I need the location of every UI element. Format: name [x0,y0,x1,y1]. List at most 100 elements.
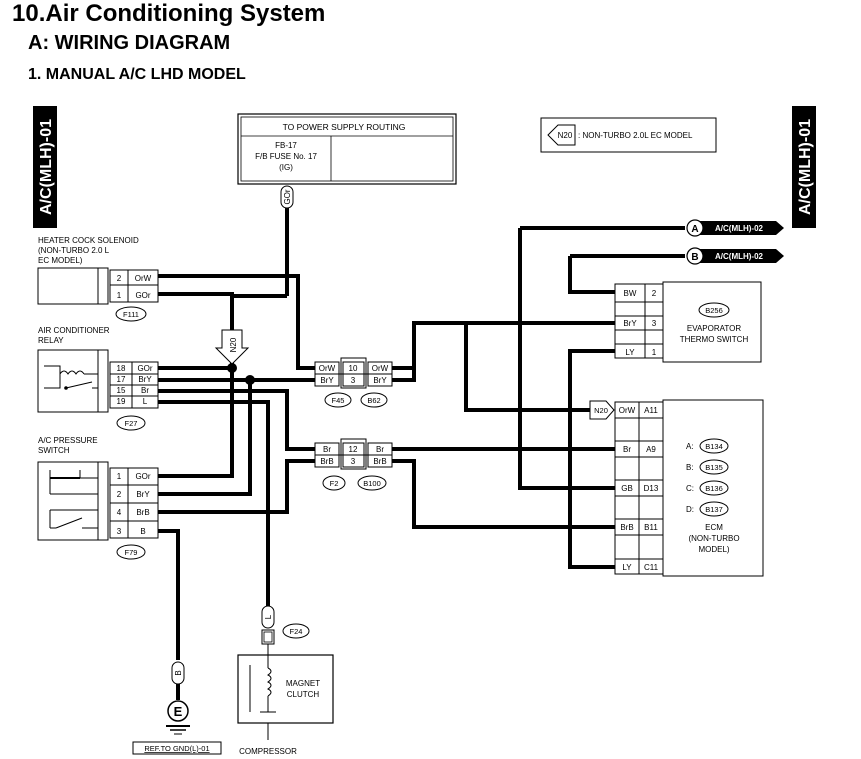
ecm-conn-d-code: B137 [705,505,723,514]
evap-line1: EVAPORATOR [687,324,741,333]
ecm-conn-c-code: B136 [705,484,723,493]
n20-arrow-marker: N20 [214,329,250,365]
ref-a-letter: A [691,224,698,235]
ecm-pin-c11-wire: LY [622,563,632,572]
power-supply-box: TO POWER SUPPLY ROUTING FB-17 F/B FUSE N… [237,113,457,185]
side-tag-left: A/C(MLH)-01 [33,106,57,228]
ecm-pin-a11-wire: OrW [619,406,636,415]
ref-a-arrow: A A/C(MLH)-02 [686,219,784,237]
heater-cock-line2: (NON-TURBO 2.0 L [38,246,110,255]
pressure-pin-3-wire: B [140,527,145,536]
heater-cock-line1: HEATER COCK SOLENOID [38,236,139,245]
power-wire-label: GOr [283,189,292,204]
legend-box: N20 : NON-TURBO 2.0L EC MODEL [540,117,717,153]
mc2-row2-rw: BrB [373,457,386,466]
ecm-pin-a9-wire: Br [623,445,631,454]
pressure-switch-line2: SWITCH [38,446,70,455]
mc1-row1-rw: OrW [372,364,389,373]
pressure-switch-line1: A/C PRESSURE [38,436,98,445]
pressure-switch-connector: F79 [125,548,138,557]
section-title: A: WIRING DIAGRAM [28,32,231,54]
evap-pin-1-wire: LY [625,348,635,357]
heater-cock-solenoid: HEATER COCK SOLENOID (NON-TURBO 2.0 L EC… [37,236,159,322]
pressure-pin-2-wire: BrY [136,490,150,499]
evap-pin-2-wire: BW [624,289,637,298]
ecm-line1: ECM [705,523,723,532]
ecm-conn-b-code: B135 [705,463,723,472]
evap-pin-1-num: 1 [652,348,657,357]
side-tag-right: A/C(MLH)-01 [792,106,816,228]
ac-pressure-switch: A/C PRESSURE SWITCH 1 GOr 2 BrY 4 BrB 3 … [37,436,159,560]
ecm-conn-a-code: B134 [705,442,723,451]
ecm-conn-a-key: A: [686,442,694,451]
evap-line2: THERMO SWITCH [680,335,749,344]
mc2-row1-rw: Br [376,445,384,454]
subsection-title: 1. MANUAL A/C LHD MODEL [28,66,246,83]
mc1-row2-num: 3 [351,376,356,385]
ecm-pin-d13-wire: GB [621,484,633,493]
ref-a-label: A/C(MLH)-02 [715,224,764,233]
power-fuse-line3: (IG) [279,163,293,172]
side-tag-right-text: A/C(MLH)-01 [797,119,814,215]
mc1-row2-rw: BrY [373,376,387,385]
ecm-line2: (NON-TURBO [688,534,739,543]
ecm: N20 OrW A11 Br A9 GB D13 BrB B11 LY C11 … [589,399,764,577]
evap-pin-2-num: 2 [652,289,657,298]
n20-marker-text: N20 [229,337,238,352]
ground-symbol-letter: E [174,704,183,719]
pressure-pin-3-num: 3 [117,527,122,536]
ecm-pin-b11-num: B11 [644,523,658,532]
evap-pin-3-num: 3 [652,319,657,328]
evap-pin-3-wire: BrY [623,319,637,328]
evaporator-thermo-switch: BW 2 BrY 3 LY 1 B256 EVAPORATOR THERMO S… [614,281,762,363]
clutch-connector: F24 [290,627,303,636]
mc2-row1-num: 12 [349,445,358,454]
heater-cock-line3: EC MODEL) [38,256,83,265]
magnet-clutch: L F24 MAGNET CLUTCH COMPRESSOR [237,605,334,756]
clutch-line1: MAGNET [286,679,320,688]
mc2-row2-lw: BrB [320,457,333,466]
ref-b-letter: B [691,252,698,263]
heater-cock-pin-1-wire: OrW [135,274,152,283]
mc1-row2-lw: BrY [320,376,334,385]
power-fuse-line1: FB-17 [275,141,297,150]
clutch-wire-label: L [264,614,273,619]
ecm-line3: MODEL) [698,545,729,554]
ecm-pin-a11-tag: N20 [594,406,608,415]
ac-relay-pin-18-num: 18 [117,364,126,373]
pressure-pin-2-num: 2 [117,490,122,499]
power-wire-tag: GOr [280,185,294,209]
mid-connector-f45-b62: OrW 10 OrW BrY 3 BrY F45 B62 [314,357,393,408]
ac-relay-pin-19-num: 19 [117,397,126,406]
ac-relay: AIR CONDITIONER RELAY 18 GOr 17 BrY 15 B… [37,326,159,431]
mc2-row1-lw: Br [323,445,331,454]
mc1-right-code: B62 [367,396,380,405]
ac-relay-pin-15-wire: Br [141,386,149,395]
heater-cock-pin-1-num: 2 [117,274,122,283]
junction-dots [227,363,255,385]
ground-reference-label: REF.TO GND(L)-01 [144,744,209,753]
ecm-conn-d-key: D: [686,505,694,514]
evap-connector: B256 [705,306,723,315]
heater-cock-pin-2-wire: GOr [135,291,150,300]
mc1-left-code: F45 [332,396,345,405]
heater-cock-pin-2-num: 1 [117,291,122,300]
legend-text: : NON-TURBO 2.0L EC MODEL [578,131,693,140]
ac-relay-connector: F27 [125,419,138,428]
compressor-caption: COMPRESSOR [239,747,297,756]
mc2-row2-num: 3 [351,457,356,466]
ref-b-label: A/C(MLH)-02 [715,252,764,261]
pressure-pin-1-wire: GOr [135,472,150,481]
mc2-right-code: B100 [363,479,381,488]
pressure-pin-4-num: 4 [117,508,122,517]
ac-relay-pin-17-num: 17 [117,375,126,384]
side-tag-left-text: A/C(MLH)-01 [38,119,55,215]
ecm-conn-c-key: C: [686,484,694,493]
ac-relay-pin-19-wire: L [143,397,148,406]
ac-relay-pin-18-wire: GOr [137,364,152,373]
wires [158,208,685,700]
mid-connector-f2-b100: Br 12 Br BrB 3 BrB F2 B100 [314,438,393,491]
power-fuse-line2: F/B FUSE No. 17 [255,152,317,161]
mc1-row1-num: 10 [349,364,358,373]
ecm-pin-b11-wire: BrB [620,523,633,532]
